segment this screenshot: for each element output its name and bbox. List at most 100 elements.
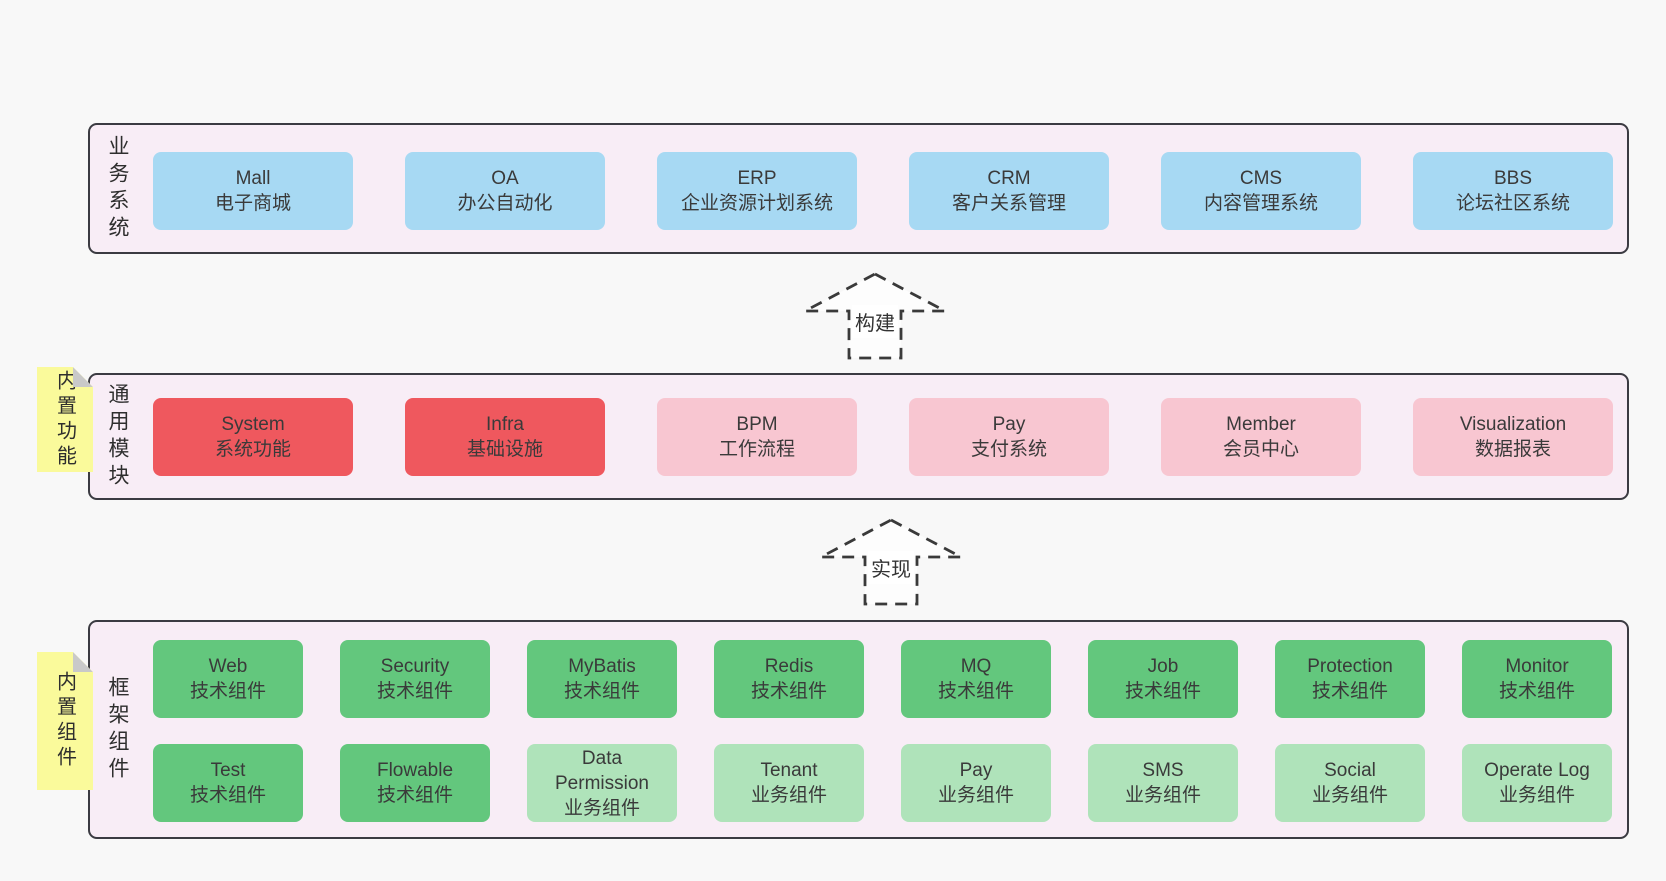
module-name: Member — [1226, 414, 1296, 435]
band-title: 框架组件 — [106, 675, 129, 784]
module-name: Infra — [485, 414, 525, 435]
module-subtitle: 论坛社区系统 — [1455, 193, 1570, 214]
sticky-note-builtin-components: 内置组件 — [37, 652, 93, 790]
module-name: SMS — [1142, 760, 1184, 781]
module-name: Flowable — [376, 760, 454, 781]
module-name: MyBatis — [568, 656, 636, 677]
module-subtitle: 业务组件 — [563, 797, 640, 819]
module-subtitle: 业务组件 — [937, 785, 1014, 806]
module-name: Redis — [764, 656, 814, 677]
module-subtitle: 支付系统 — [970, 439, 1047, 460]
band-title: 业务系统 — [106, 134, 129, 243]
module-name: Monitor — [1505, 656, 1569, 677]
module-name: CRM — [987, 168, 1031, 189]
band-business-systems: 业务系统 Mall 电子商城 OA 办公自动化 ERP 企业资源计划系统 CRM 客户关系管理… — [88, 123, 1629, 254]
module-subtitle: 业务组件 — [750, 785, 827, 806]
module-name: Data Permission — [555, 747, 649, 794]
arrow-label: 构建 — [852, 305, 898, 338]
arrow-label: 实现 — [868, 551, 914, 584]
module-name: ERP — [737, 168, 777, 189]
module-subtitle: 技术组件 — [1498, 681, 1575, 702]
module-name: Social — [1324, 760, 1376, 781]
module-row: Mall 电子商城 OA 办公自动化 ERP 企业资源计划系统 CRM 客户关系管理 CMS 内容… — [153, 152, 1613, 230]
module-name: Visualization — [1459, 414, 1567, 435]
module-box-member: Member 会员中心 — [1161, 398, 1361, 476]
module-box-security: Security 技术组件 — [340, 640, 490, 718]
module-name: Tenant — [760, 760, 818, 781]
module-box-social: Social 业务组件 — [1275, 744, 1425, 822]
module-box-redis: Redis 技术组件 — [714, 640, 864, 718]
module-name: MQ — [960, 656, 992, 677]
module-subtitle: 客户关系管理 — [951, 193, 1066, 214]
module-subtitle: 基础设施 — [466, 439, 543, 460]
module-box-erp: ERP 企业资源计划系统 — [657, 152, 857, 230]
module-name: Job — [1147, 656, 1179, 677]
note-text: 内置功能 — [53, 369, 76, 470]
module-subtitle: 技术组件 — [563, 681, 640, 702]
module-box-bbs: BBS 论坛社区系统 — [1413, 152, 1613, 230]
module-name: OA — [491, 168, 519, 189]
module-subtitle: 技术组件 — [1124, 681, 1201, 702]
module-box-mq: MQ 技术组件 — [901, 640, 1051, 718]
sticky-note-builtin-features: 内置功能 — [37, 367, 93, 472]
module-name: Pay — [992, 414, 1026, 435]
module-name: Pay — [959, 760, 993, 781]
module-subtitle: 技术组件 — [376, 681, 453, 702]
module-subtitle: 技术组件 — [189, 785, 266, 806]
module-subtitle: 业务组件 — [1498, 785, 1575, 806]
module-name: BPM — [736, 414, 778, 435]
module-subtitle: 数据报表 — [1474, 439, 1551, 460]
module-subtitle: 技术组件 — [189, 681, 266, 702]
module-box-pay: Pay 业务组件 — [901, 744, 1051, 822]
module-name: CMS — [1239, 168, 1283, 189]
module-box-bpm: BPM 工作流程 — [657, 398, 857, 476]
module-box-tenant: Tenant 业务组件 — [714, 744, 864, 822]
module-box-cms: CMS 内容管理系统 — [1161, 152, 1361, 230]
note-text: 内置组件 — [53, 671, 76, 771]
module-row: System 系统功能 Infra 基础设施 BPM 工作流程 Pay 支付系统 Member 会… — [153, 398, 1613, 476]
module-name: System — [221, 414, 285, 435]
module-subtitle: 电子商城 — [214, 193, 291, 214]
module-name: Security — [380, 656, 450, 677]
module-subtitle: 企业资源计划系统 — [680, 193, 833, 214]
module-box-mybatis: MyBatis 技术组件 — [527, 640, 677, 718]
band-title: 通用模块 — [106, 382, 129, 491]
module-subtitle: 技术组件 — [376, 785, 453, 806]
module-box-flowable: Flowable 技术组件 — [340, 744, 490, 822]
module-name: Web — [208, 656, 248, 677]
module-box-operate-log: Operate Log 业务组件 — [1462, 744, 1612, 822]
module-box-sms: SMS 业务组件 — [1088, 744, 1238, 822]
module-name: Operate Log — [1484, 760, 1590, 781]
module-box-web: Web 技术组件 — [153, 640, 303, 718]
module-subtitle: 技术组件 — [937, 681, 1014, 702]
module-name: BBS — [1493, 168, 1533, 189]
module-box-pay: Pay 支付系统 — [909, 398, 1109, 476]
module-subtitle: 技术组件 — [750, 681, 827, 702]
module-box-crm: CRM 客户关系管理 — [909, 152, 1109, 230]
module-box-system: System 系统功能 — [153, 398, 353, 476]
implement-arrow: 实现 — [816, 518, 966, 606]
module-name: Mall — [235, 168, 271, 189]
module-subtitle: 技术组件 — [1311, 681, 1388, 702]
module-subtitle: 系统功能 — [214, 439, 291, 460]
band-common-modules: 通用模块 System 系统功能 Infra 基础设施 BPM 工作流程 Pay 支付系统 Me… — [88, 373, 1629, 500]
module-subtitle: 内容管理系统 — [1203, 193, 1318, 214]
module-box-infra: Infra 基础设施 — [405, 398, 605, 476]
module-subtitle: 会员中心 — [1222, 439, 1299, 460]
module-box-visualization: Visualization 数据报表 — [1413, 398, 1613, 476]
module-box-mall: Mall 电子商城 — [153, 152, 353, 230]
module-subtitle: 办公自动化 — [457, 193, 553, 214]
module-name: Protection — [1307, 656, 1393, 677]
module-subtitle: 业务组件 — [1124, 785, 1201, 806]
module-subtitle: 业务组件 — [1311, 785, 1388, 806]
module-box-job: Job 技术组件 — [1088, 640, 1238, 718]
build-arrow: 构建 — [800, 272, 950, 360]
module-box-data-permission: Data Permission 业务组件 — [527, 744, 677, 822]
module-subtitle: 工作流程 — [718, 439, 795, 460]
module-box-protection: Protection 技术组件 — [1275, 640, 1425, 718]
